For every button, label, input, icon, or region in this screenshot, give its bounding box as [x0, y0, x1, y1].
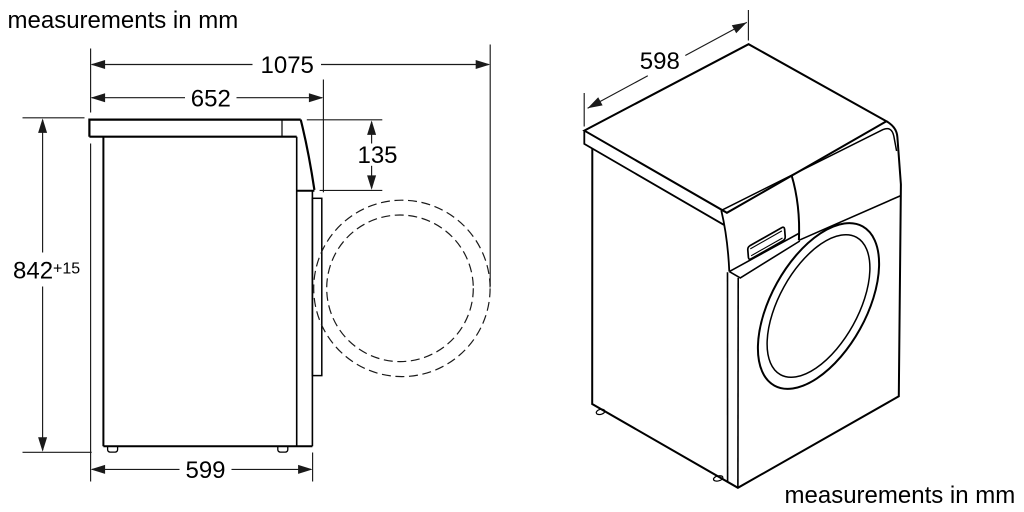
iso-view: 598	[582, 10, 902, 489]
dim-1075-label: 1075	[261, 52, 314, 79]
dim-1075	[90, 60, 491, 69]
dim-135	[367, 120, 377, 190]
side-view: 1075 652 599 135 842+15	[13, 44, 491, 484]
iso-fascia-right-curve	[790, 174, 801, 241]
door-side	[311, 197, 323, 377]
iso-foot-front	[712, 475, 724, 482]
dim-842	[38, 118, 48, 452]
fascia-curve-side	[299, 119, 316, 191]
iso-fascia-bottom-wedge	[728, 232, 801, 279]
dim-598-label: 598	[640, 48, 680, 75]
worktop-side	[88, 118, 301, 138]
arrow-1075-right	[475, 60, 491, 69]
dim-842-value: 842	[13, 258, 53, 285]
door-swing-circles	[313, 199, 491, 378]
door-swing-outer-circle	[313, 199, 491, 378]
iso-strip-bottom-edge	[798, 194, 902, 242]
dim-599	[90, 464, 313, 474]
side-view-dimension-labels: 1075 652 599 135 842+15	[13, 52, 398, 484]
dim-599-label: 599	[185, 457, 225, 484]
door-swing-inner-circle	[326, 214, 474, 363]
iso-silhouette	[591, 120, 902, 489]
foot-side-front	[277, 446, 289, 453]
side-machine-outline	[88, 118, 323, 453]
display-window-inner	[750, 230, 783, 257]
iso-worktop-edge-right	[720, 127, 898, 212]
display-window-outer	[746, 226, 787, 261]
arrow-652-right	[308, 93, 324, 103]
dim-652-label: 652	[191, 85, 231, 112]
arrow-598-left	[587, 97, 603, 109]
iso-foot-left	[595, 408, 606, 416]
dim-842-tolerance: +15	[53, 261, 80, 278]
arrow-842-top	[38, 118, 48, 133]
arrow-598-right	[731, 22, 747, 34]
note-measurements-bottom-right: measurements in mm	[785, 482, 1016, 509]
side-view-dimensions	[22, 44, 491, 482]
arrow-599-left	[90, 464, 106, 474]
arrow-1075-left	[90, 60, 106, 69]
arrow-652-left	[90, 93, 106, 103]
foot-side-rear	[106, 446, 119, 453]
dim-842-label: 842+15	[13, 258, 80, 285]
dim-598	[583, 10, 749, 127]
dim-652	[90, 93, 324, 103]
iso-machine-outline	[582, 43, 902, 489]
arrow-135-bottom	[367, 175, 377, 190]
iso-worktop-edge-left	[583, 130, 725, 226]
arrow-135-top	[367, 120, 377, 135]
door-ring-outer	[756, 222, 881, 390]
dim-135-label: 135	[357, 142, 397, 169]
door-ring-inner	[766, 233, 871, 379]
arrow-842-bottom	[38, 437, 48, 452]
note-measurements-top-left: measurements in mm	[8, 7, 239, 34]
arrow-599-right	[298, 464, 313, 474]
iso-fascia-left-edge	[720, 210, 731, 272]
